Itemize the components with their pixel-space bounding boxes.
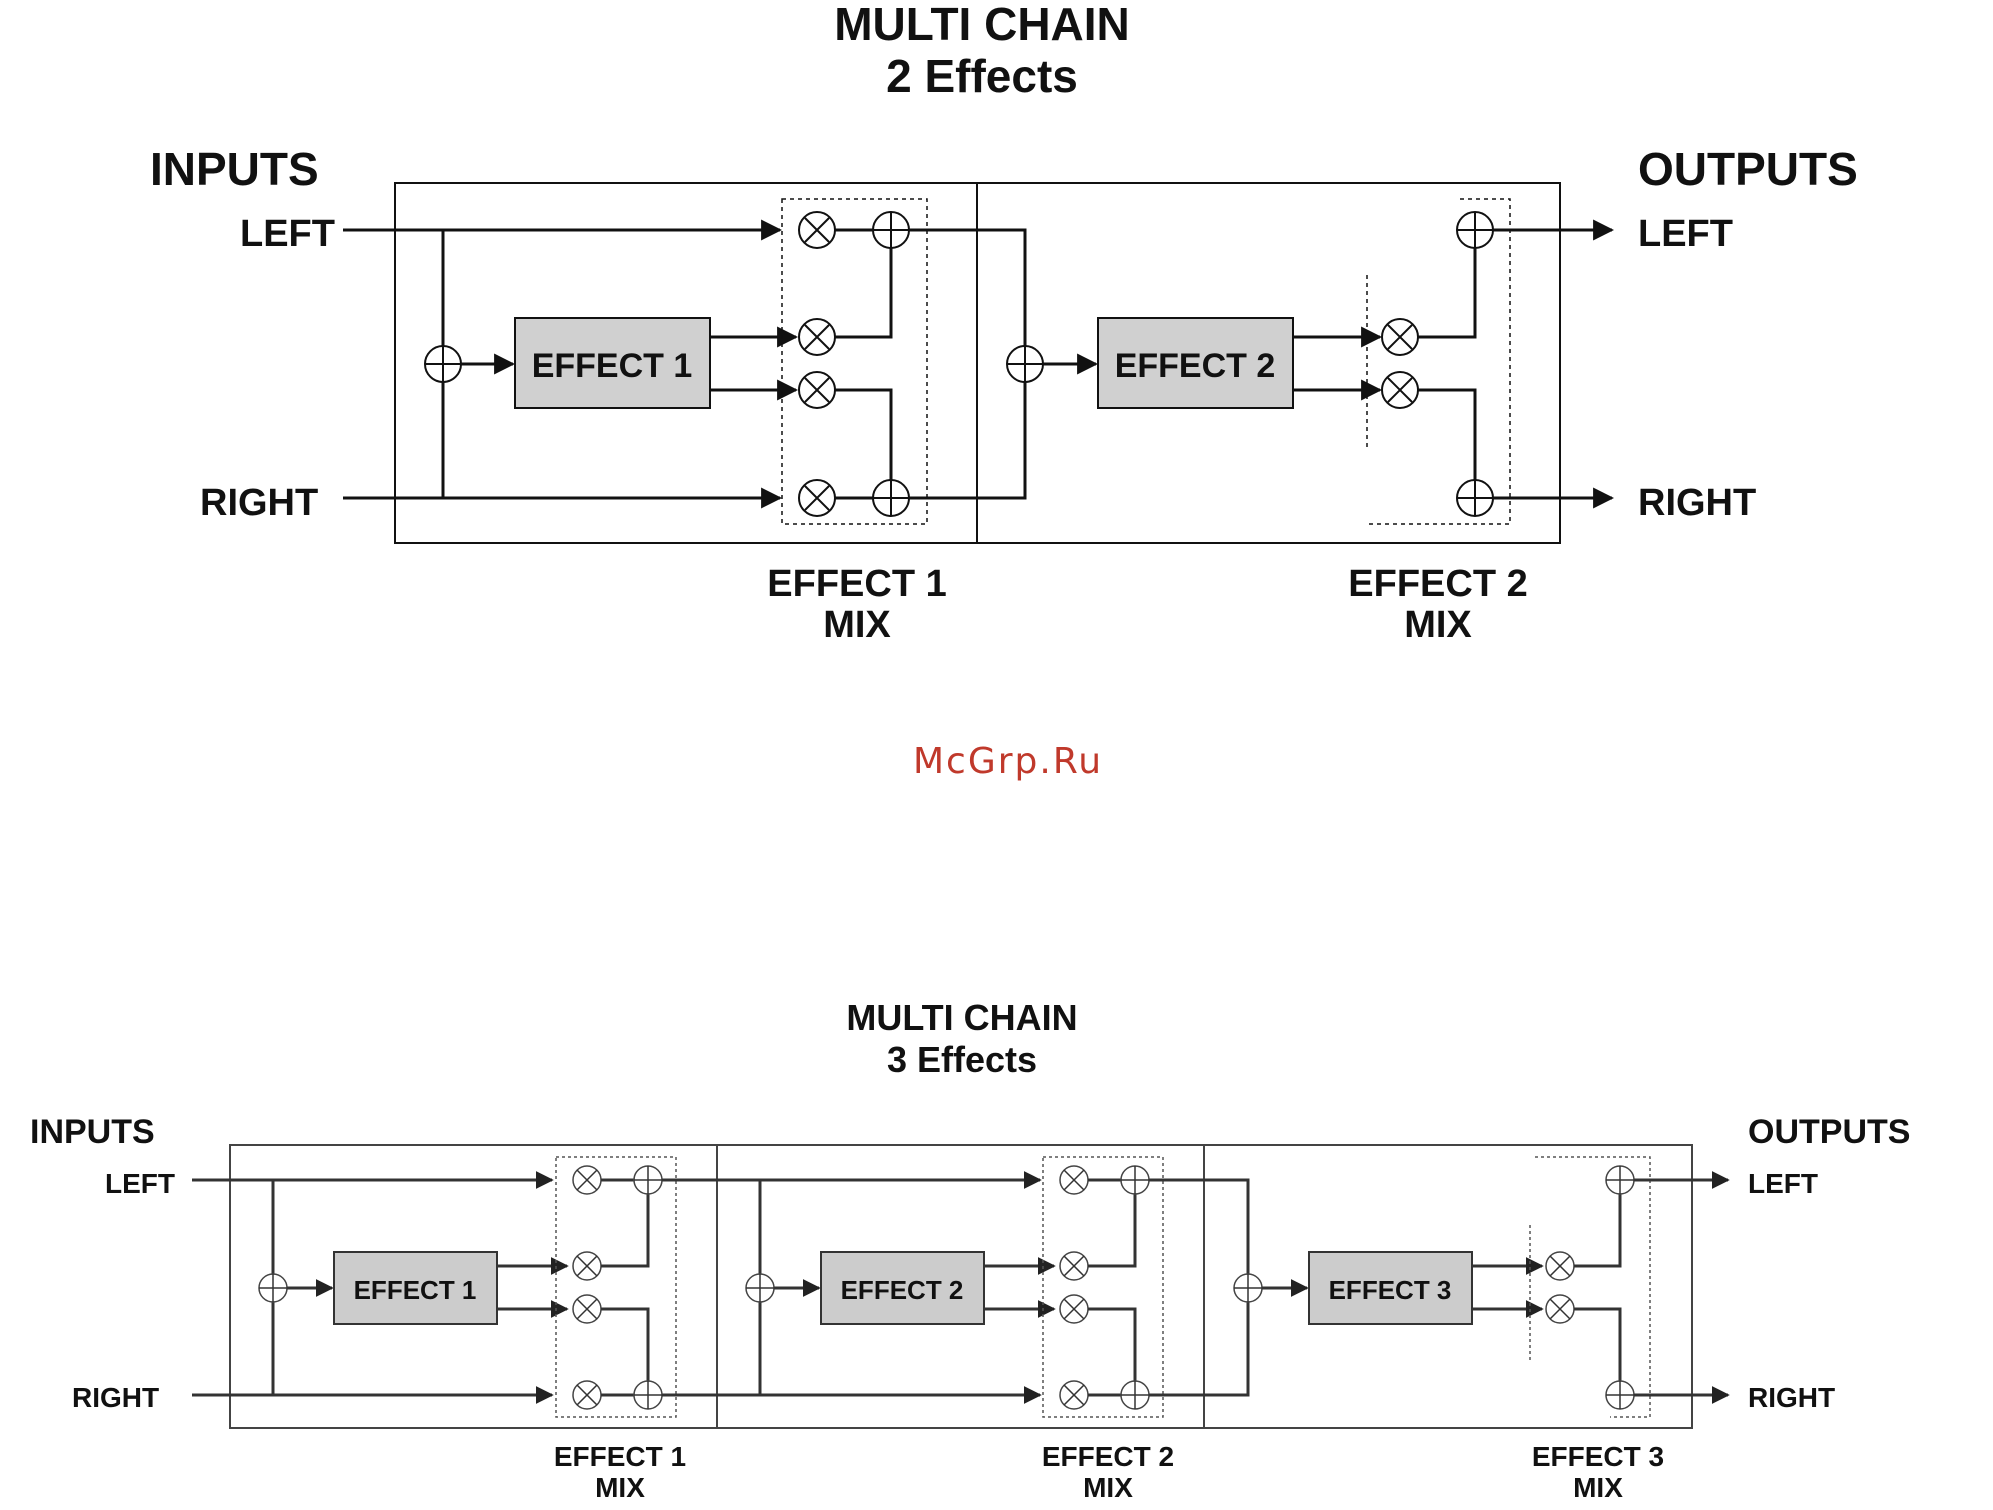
effect2-label: EFFECT 2 — [1115, 347, 1276, 385]
diagram1-right-out-label: RIGHT — [1638, 482, 1756, 524]
diagram2-title-line2: 3 Effects — [887, 1039, 1037, 1080]
diagram1-left-in-label: LEFT — [240, 213, 335, 255]
diagram1-mix1-label-line1: EFFECT 1 — [767, 563, 946, 605]
effect1-mix-box — [782, 199, 927, 524]
diagram1-title-line1: MULTI CHAIN — [834, 0, 1130, 50]
diagram2-mix1-label-line2: MIX — [595, 1472, 645, 1503]
diagram1-left-out-label: LEFT — [1638, 213, 1733, 255]
d2-stage3: EFFECT 3 — [1234, 1157, 1728, 1417]
diagram2-mix2-label-line1: EFFECT 2 — [1042, 1441, 1174, 1472]
diagram1-right-in-label: RIGHT — [200, 482, 318, 524]
diagram2-left-out-label: LEFT — [1748, 1168, 1818, 1199]
diagram2-inputs-label: INPUTS — [30, 1113, 155, 1151]
diagram1-mix2-label-line2: MIX — [1404, 604, 1472, 646]
effect1-label: EFFECT 1 — [532, 347, 693, 385]
diagram2-outputs-label: OUTPUTS — [1748, 1113, 1910, 1151]
diagram2-mix3-label-line2: MIX — [1573, 1472, 1623, 1503]
mix2-multiply-nodes — [1382, 319, 1418, 408]
diagram1-mix2-label-line1: EFFECT 2 — [1348, 563, 1527, 605]
mix1-add-nodes — [835, 212, 909, 516]
d2-stage2: EFFECT 2 — [746, 1157, 1248, 1417]
diagram1-inputs-label: INPUTS — [150, 143, 319, 195]
diagram2-title-line1: MULTI CHAIN — [846, 997, 1077, 1038]
diagram1-title-line2: 2 Effects — [886, 50, 1078, 102]
d2-effect2-label: EFFECT 2 — [841, 1275, 964, 1305]
diagram-3-effects: MULTI CHAIN 3 Effects INPUTS LEFT RIGHT … — [30, 997, 1910, 1503]
d2-effect1-label: EFFECT 1 — [354, 1275, 477, 1305]
diagram1-outputs-label: OUTPUTS — [1638, 143, 1858, 195]
diagram2-right-out-label: RIGHT — [1748, 1382, 1835, 1413]
diagram2-mix2-label-line2: MIX — [1083, 1472, 1133, 1503]
diagram2-mix3-label-line1: EFFECT 3 — [1532, 1441, 1664, 1472]
diagram2-mix1-label-line1: EFFECT 1 — [554, 1441, 686, 1472]
diagram2-right-in-label: RIGHT — [72, 1382, 159, 1413]
effect2-mix-box — [1367, 199, 1510, 524]
diagram1-mix1-label-line2: MIX — [823, 604, 891, 646]
diagram-2-effects: MULTI CHAIN 2 Effects INPUTS LEFT RIGHT … — [150, 0, 1858, 646]
mix1-multiply-nodes — [799, 212, 835, 516]
watermark-text: McGrp.Ru — [913, 741, 1103, 782]
d2-effect3-label: EFFECT 3 — [1329, 1275, 1452, 1305]
diagram2-left-in-label: LEFT — [105, 1168, 175, 1199]
